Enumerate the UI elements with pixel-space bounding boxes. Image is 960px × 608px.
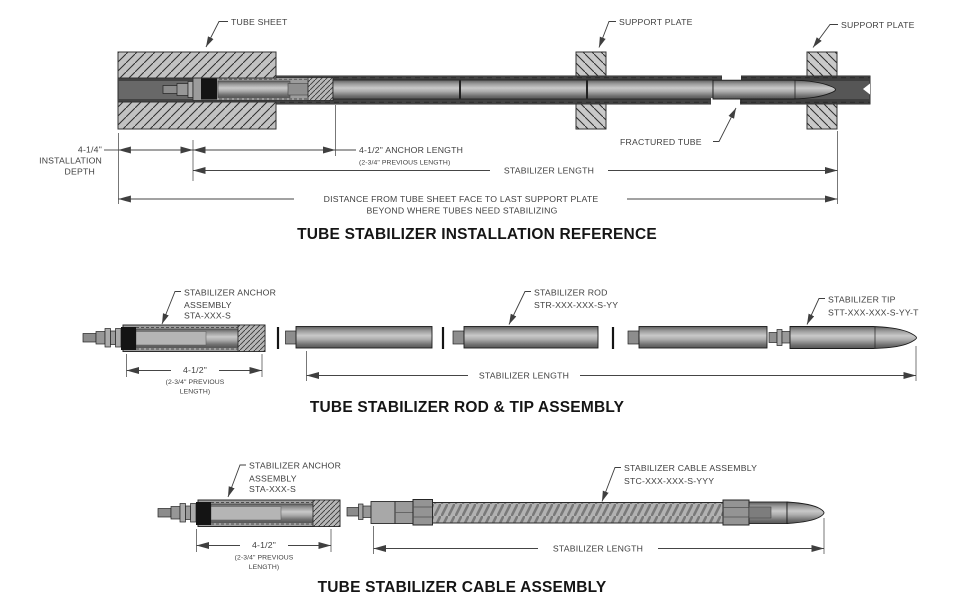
dim-distance-line1: DISTANCE FROM TUBE SHEET FACE TO LAST SU… bbox=[324, 194, 599, 204]
dim-depth-word2: DEPTH bbox=[65, 167, 95, 177]
leader-support-plate-2 bbox=[812, 24, 838, 48]
dim-installation-depth: 4-1/4" INSTALLATION DEPTH bbox=[39, 145, 193, 177]
label-stabilizer-tip-1: STABILIZER TIP bbox=[828, 295, 896, 305]
dim-rodtip-length-value: 4-1/2" bbox=[183, 365, 207, 375]
dim-stabilizer-length-top: STABILIZER LENGTH bbox=[193, 166, 838, 176]
anchor-assembly-cable bbox=[157, 499, 341, 527]
stabilizer-rod-segment-b bbox=[452, 326, 599, 349]
tube-sheet-upper bbox=[117, 51, 277, 79]
label-support-plate-2: SUPPORT PLATE bbox=[841, 20, 915, 30]
stabilizer-anchor-installed bbox=[162, 77, 334, 101]
stabilizer-rod-segment-a bbox=[285, 326, 433, 349]
support-plate-1-lower bbox=[575, 103, 607, 130]
label-stabilizer-tip-2: STT-XXX-XXX-S-YY-T bbox=[828, 308, 919, 318]
dim-stabilizer-length-text: STABILIZER LENGTH bbox=[504, 166, 594, 176]
dim-anchor-length: 4-1/2" ANCHOR LENGTH (2-3/4" PREVIOUS LE… bbox=[193, 145, 463, 167]
label-fractured-tube: FRACTURED TUBE bbox=[620, 137, 702, 147]
dim-stabilizer-length-rodtip: STABILIZER LENGTH bbox=[306, 346, 917, 381]
dim-stabilizer-length-cable: STABILIZER LENGTH bbox=[373, 518, 825, 554]
stabilizer-rod-segment-c bbox=[627, 326, 768, 349]
label-anchor-cable-1: STABILIZER ANCHOR bbox=[249, 461, 341, 471]
stabilizer-cable bbox=[432, 502, 724, 524]
installation-diagram: TUBE SHEET SUPPORT PLATE SUPPORT PLATE F… bbox=[39, 17, 914, 243]
dim-anchor-length-prev: (2-3/4" PREVIOUS LENGTH) bbox=[359, 160, 450, 167]
diagram-title-cable: TUBE STABILIZER CABLE ASSEMBLY bbox=[318, 579, 607, 596]
diagram-title-installation: TUBE STABILIZER INSTALLATION REFERENCE bbox=[297, 226, 657, 243]
dim-cable-length-prev2: LENGTH) bbox=[249, 564, 280, 571]
label-anchor-rodtip-2: ASSEMBLY bbox=[184, 300, 232, 310]
leader-support-plate-1 bbox=[598, 21, 616, 48]
label-tube-sheet: TUBE SHEET bbox=[231, 17, 288, 27]
dim-cable-length-value: 4-1/2" bbox=[252, 540, 276, 550]
leader-anchor-rodtip bbox=[161, 291, 181, 325]
dim-rodtip-length-prev1: (2-3/4" PREVIOUS bbox=[166, 379, 225, 386]
support-plate-1-upper bbox=[575, 51, 607, 77]
leader-anchor-cable bbox=[227, 464, 246, 498]
dim-rodtip-stabilizer-length: STABILIZER LENGTH bbox=[479, 371, 569, 381]
dim-distance: DISTANCE FROM TUBE SHEET FACE TO LAST SU… bbox=[118, 194, 838, 216]
dim-anchor-length-rodtip: 4-1/2" (2-3/4" PREVIOUS LENGTH) bbox=[126, 354, 263, 396]
label-anchor-rodtip-3: STA-XXX-S bbox=[184, 311, 231, 321]
label-stabilizer-rod-2: STR-XXX-XXX-S-YY bbox=[534, 300, 618, 310]
dim-cable-length-prev1: (2-3/4" PREVIOUS bbox=[235, 555, 294, 562]
support-plate-2-upper bbox=[806, 51, 838, 77]
dim-anchor-length-cable: 4-1/2" (2-3/4" PREVIOUS LENGTH) bbox=[196, 529, 332, 571]
dim-distance-line2: BEYOND WHERE TUBES NEED STABILIZING bbox=[366, 206, 557, 216]
tube-fracture-gap bbox=[711, 74, 741, 107]
stabilizer-tip-installed bbox=[712, 79, 836, 100]
label-support-plate-1: SUPPORT PLATE bbox=[619, 17, 693, 27]
cable-assembly bbox=[346, 499, 825, 526]
label-anchor-rodtip-1: STABILIZER ANCHOR bbox=[184, 288, 276, 298]
leader-tube-sheet bbox=[205, 21, 228, 48]
label-stabilizer-rod-1: STABILIZER ROD bbox=[534, 288, 608, 298]
label-anchor-cable-2: ASSEMBLY bbox=[249, 474, 297, 484]
dim-rodtip-length-prev2: LENGTH) bbox=[180, 389, 211, 396]
rod-tip-diagram: STABILIZER ANCHOR ASSEMBLY STA-XXX-S STA… bbox=[82, 288, 919, 416]
dim-depth-word1: INSTALLATION bbox=[39, 156, 102, 166]
dim-anchor-length-text: 4-1/2" ANCHOR LENGTH bbox=[359, 145, 463, 155]
tube-sheet-lower bbox=[117, 101, 277, 130]
cable-diagram: STABILIZER ANCHOR ASSEMBLY STA-XXX-S STA… bbox=[157, 461, 825, 596]
diagram-title-rodtip: TUBE STABILIZER ROD & TIP ASSEMBLY bbox=[310, 399, 625, 416]
stabilizer-tip-assembly bbox=[768, 326, 917, 349]
anchor-assembly-rodtip bbox=[82, 324, 266, 352]
label-anchor-cable-3: STA-XXX-S bbox=[249, 484, 296, 494]
dim-depth-value: 4-1/4" bbox=[78, 145, 102, 155]
label-cable-assembly-1: STABILIZER CABLE ASSEMBLY bbox=[624, 463, 757, 473]
leader-fractured-tube bbox=[713, 107, 737, 142]
stabilizer-rod-installed bbox=[332, 79, 714, 100]
label-cable-assembly-2: STC-XXX-XXX-S-YYY bbox=[624, 476, 714, 486]
leader-cable-assembly bbox=[601, 467, 621, 502]
dim-cable-stabilizer-length: STABILIZER LENGTH bbox=[553, 544, 643, 554]
leader-stabilizer-tip bbox=[806, 298, 825, 325]
leader-stabilizer-rod bbox=[508, 291, 531, 325]
support-plate-2-lower bbox=[806, 103, 838, 130]
